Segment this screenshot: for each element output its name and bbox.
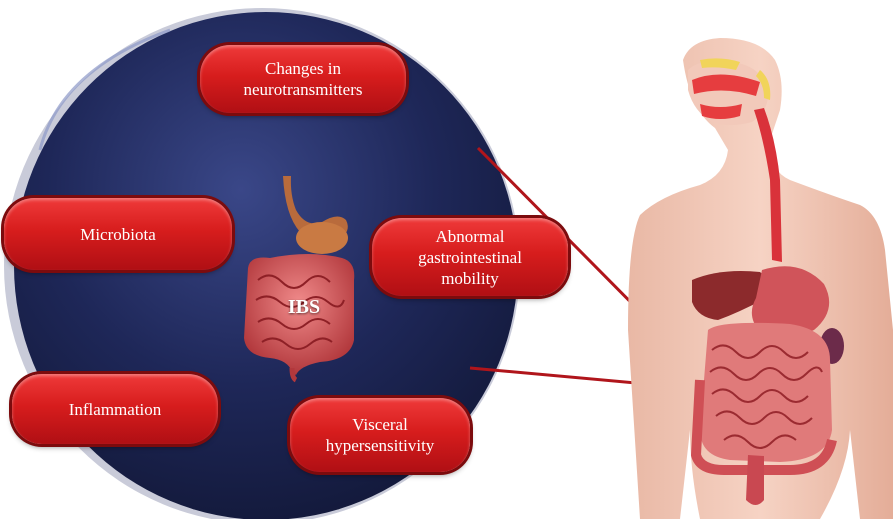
human-torso-digestive-system [628,38,893,519]
factor-hypersensitivity-line1: Visceral [352,414,408,435]
factor-microbiota-label: Microbiota [80,224,156,245]
factor-neurotransmitters-line2: neurotransmitters [244,79,363,100]
factor-motility-line2: gastrointestinal [418,247,522,268]
factor-inflammation: Inflammation [12,374,218,444]
factor-neurotransmitters-line1: Changes in [265,58,341,79]
factor-microbiota: Microbiota [4,198,232,270]
factor-motility-line1: Abnormal [436,226,505,247]
factor-neurotransmitters: Changes in neurotransmitters [200,45,406,113]
factor-hypersensitivity: Visceral hypersensitivity [290,398,470,472]
factor-hypersensitivity-line2: hypersensitivity [326,435,435,456]
factor-motility: Abnormal gastrointestinal mobility [372,218,568,296]
ibs-center-label: IBS [274,296,334,319]
factor-inflammation-label: Inflammation [69,399,162,420]
factor-motility-line3: mobility [441,268,499,289]
